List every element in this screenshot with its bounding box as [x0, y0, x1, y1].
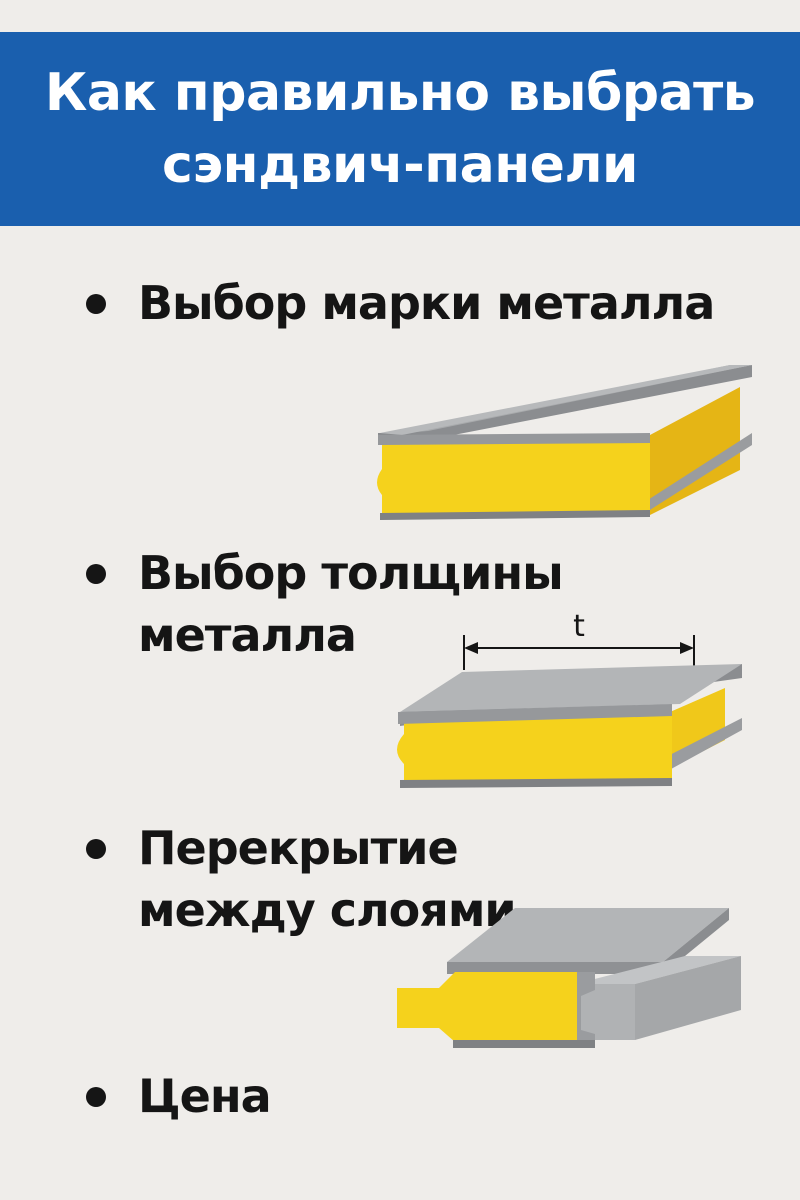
bullet-icon — [86, 294, 106, 314]
title-line-1: Как правильно выбрать — [44, 63, 756, 123]
sandwich-panel-illustration-3 — [397, 908, 741, 1048]
item-label-price: Цена — [138, 1069, 272, 1123]
bullet-icon — [86, 839, 106, 859]
sandwich-panel-illustration-1 — [377, 365, 752, 520]
list-item-metal-grade: Выбор марки металла — [86, 272, 715, 334]
sandwich-panel-illustration-2: t — [397, 609, 742, 788]
item-label-layer-overlap-2: между слоями — [138, 883, 517, 937]
item-label-metal-thickness-2: металла — [138, 608, 357, 662]
bullet-icon — [86, 1087, 106, 1107]
item-label-layer-overlap-1: Перекрытие — [138, 821, 459, 875]
item-label-metal-grade: Выбор марки металла — [138, 276, 715, 330]
list-item-layer-overlap: Перекрытие между слоями — [86, 817, 517, 941]
title-line-2: сэндвич-панели — [162, 135, 638, 195]
list-item-price: Цена — [86, 1065, 272, 1127]
list-item-metal-thickness: Выбор толщины металла — [86, 542, 564, 666]
thickness-dimension-label: t — [573, 609, 585, 644]
item-label-metal-thickness-1: Выбор толщины — [138, 546, 564, 600]
bullet-icon — [86, 564, 106, 584]
title-banner: Как правильно выбрать сэндвич-панели — [0, 32, 800, 226]
